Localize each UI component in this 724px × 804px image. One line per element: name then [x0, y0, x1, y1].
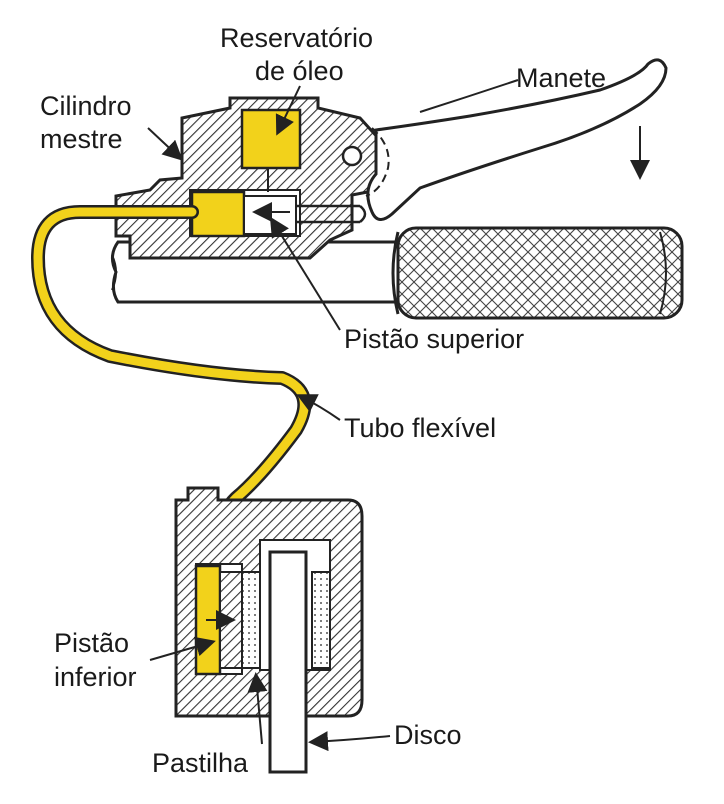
- brake-lever: [341, 58, 668, 221]
- label-manete: Manete: [516, 63, 606, 93]
- label-pistao-superior: Pistão superior: [344, 324, 524, 354]
- handlebar-grip: [391, 226, 684, 320]
- label-reservatorio-2: de óleo: [255, 56, 344, 86]
- leader-lines: [147, 79, 519, 752]
- label-disco: Disco: [394, 720, 462, 750]
- label-cilindro-2: mestre: [40, 124, 123, 154]
- label-tubo-flexivel: Tubo flexível: [344, 413, 496, 443]
- label-pistao-inferior-2: inferior: [54, 662, 137, 692]
- brake-disc: [268, 550, 308, 774]
- label-pastilha: Pastilha: [152, 748, 249, 778]
- flexible-hose: [31, 205, 312, 575]
- label-cilindro-1: Cilindro: [40, 91, 132, 121]
- label-reservatorio-1: Reservatório: [220, 23, 373, 53]
- brake-pads: [241, 571, 331, 669]
- label-pistao-inferior-1: Pistão: [54, 628, 129, 658]
- lower-piston: [194, 564, 243, 676]
